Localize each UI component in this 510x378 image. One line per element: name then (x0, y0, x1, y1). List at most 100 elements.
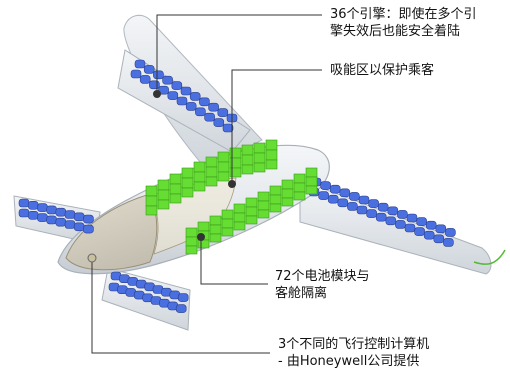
engine-pod (199, 97, 210, 107)
battery-module (281, 179, 294, 190)
battery-module (241, 164, 254, 175)
battery-module (293, 173, 306, 184)
engine-pod (385, 216, 397, 226)
battery-module (293, 182, 306, 193)
battery-module (157, 199, 170, 210)
battery-module (217, 161, 230, 173)
battery-module (245, 206, 258, 217)
engine-pod (27, 211, 39, 220)
canopy (65, 193, 158, 271)
engine-pod (217, 108, 229, 117)
engine-pod (158, 85, 169, 95)
battery-module (193, 171, 206, 183)
battery-module (257, 200, 270, 211)
engine-pod (222, 123, 234, 133)
battery-module (185, 236, 198, 247)
battery-module (233, 221, 246, 231)
engine-pod (337, 198, 349, 208)
engine-pod (64, 210, 76, 219)
battery-module (257, 209, 270, 219)
battery-module (197, 239, 210, 249)
battery-module (233, 212, 246, 223)
battery-module (233, 203, 246, 214)
leader-batteries (200, 237, 268, 285)
battery-modules (145, 139, 318, 255)
engine-pod (445, 228, 456, 237)
battery-module (269, 185, 282, 196)
battery-module (229, 167, 242, 178)
engine-pod (375, 212, 387, 222)
leader-engines (156, 14, 322, 94)
battery-module (221, 209, 234, 220)
battery-module (205, 156, 218, 168)
battery-module (209, 233, 222, 243)
battery-module (305, 167, 318, 178)
battery-module (245, 197, 258, 208)
leader-dots (87, 90, 236, 263)
battery-module (181, 187, 194, 198)
batteries-callout-line2: 客舱隔离 (275, 286, 328, 301)
engine-pod (46, 205, 57, 215)
battery-module (241, 144, 254, 156)
leader-computers (91, 258, 270, 354)
leader-dot-crumple (228, 180, 236, 188)
battery-module (265, 149, 278, 161)
battery-module (169, 183, 182, 195)
battery-module (205, 166, 218, 178)
battery-module (145, 185, 158, 197)
engine-pod (366, 209, 377, 218)
engine-pod (397, 210, 408, 219)
battery-module (265, 159, 278, 170)
engine-pod (55, 207, 67, 217)
engine-pod (387, 206, 399, 216)
leader-lines (91, 14, 322, 354)
battery-module (205, 176, 218, 187)
engine-pod (73, 222, 85, 232)
engine-pod (18, 198, 30, 208)
engine-pod (149, 80, 160, 90)
battery-module (221, 218, 234, 229)
battery-module (157, 189, 170, 201)
battery-module (281, 197, 294, 207)
battery-module (265, 139, 278, 151)
engine-pod (171, 81, 183, 90)
engine-pod (347, 202, 358, 211)
computers-callout-line1: 3个不同的飞行控制计算机 (278, 337, 430, 352)
engine-pod (368, 199, 379, 208)
battery-module (209, 215, 222, 226)
engine-pod (27, 201, 39, 210)
battery-module (253, 162, 266, 173)
engine-pod (175, 304, 187, 313)
crumple-callout: 吸能区以保护乘客 (330, 62, 434, 79)
batteries-callout: 72个电池模块与 客舱隔离 (275, 268, 370, 302)
battery-module (209, 224, 222, 235)
engine-pod (329, 184, 341, 194)
battery-module (241, 154, 254, 166)
engine-pod (433, 234, 445, 244)
engines-callout-line1: 36个引擎：即使在多个引 (330, 7, 477, 22)
battery-module (169, 193, 182, 204)
engine-pod (416, 217, 427, 226)
leader-crumple (231, 69, 322, 184)
engine-pod (204, 112, 215, 122)
battery-module (257, 191, 270, 202)
battery-module (145, 205, 158, 216)
engine-pod (435, 224, 447, 234)
engine-pod (189, 92, 201, 101)
engine-pod (208, 102, 219, 112)
engine-pod (425, 220, 437, 230)
engine-pod (404, 223, 416, 233)
engine-pod (358, 195, 370, 205)
engine-pod (73, 212, 85, 222)
battery-module (221, 227, 234, 237)
battery-module (281, 188, 294, 199)
engine-pod (339, 188, 351, 198)
engine-pod (46, 215, 57, 225)
engine-pod (443, 238, 454, 247)
engine-pod (356, 205, 368, 215)
engine-pod (139, 75, 151, 84)
leader-dot-batteries (197, 233, 205, 241)
engine-pod (162, 75, 173, 85)
battery-module (217, 151, 230, 163)
engines-callout: 36个引擎：即使在多个引 擎失效后也能安全着陆 (330, 6, 477, 40)
